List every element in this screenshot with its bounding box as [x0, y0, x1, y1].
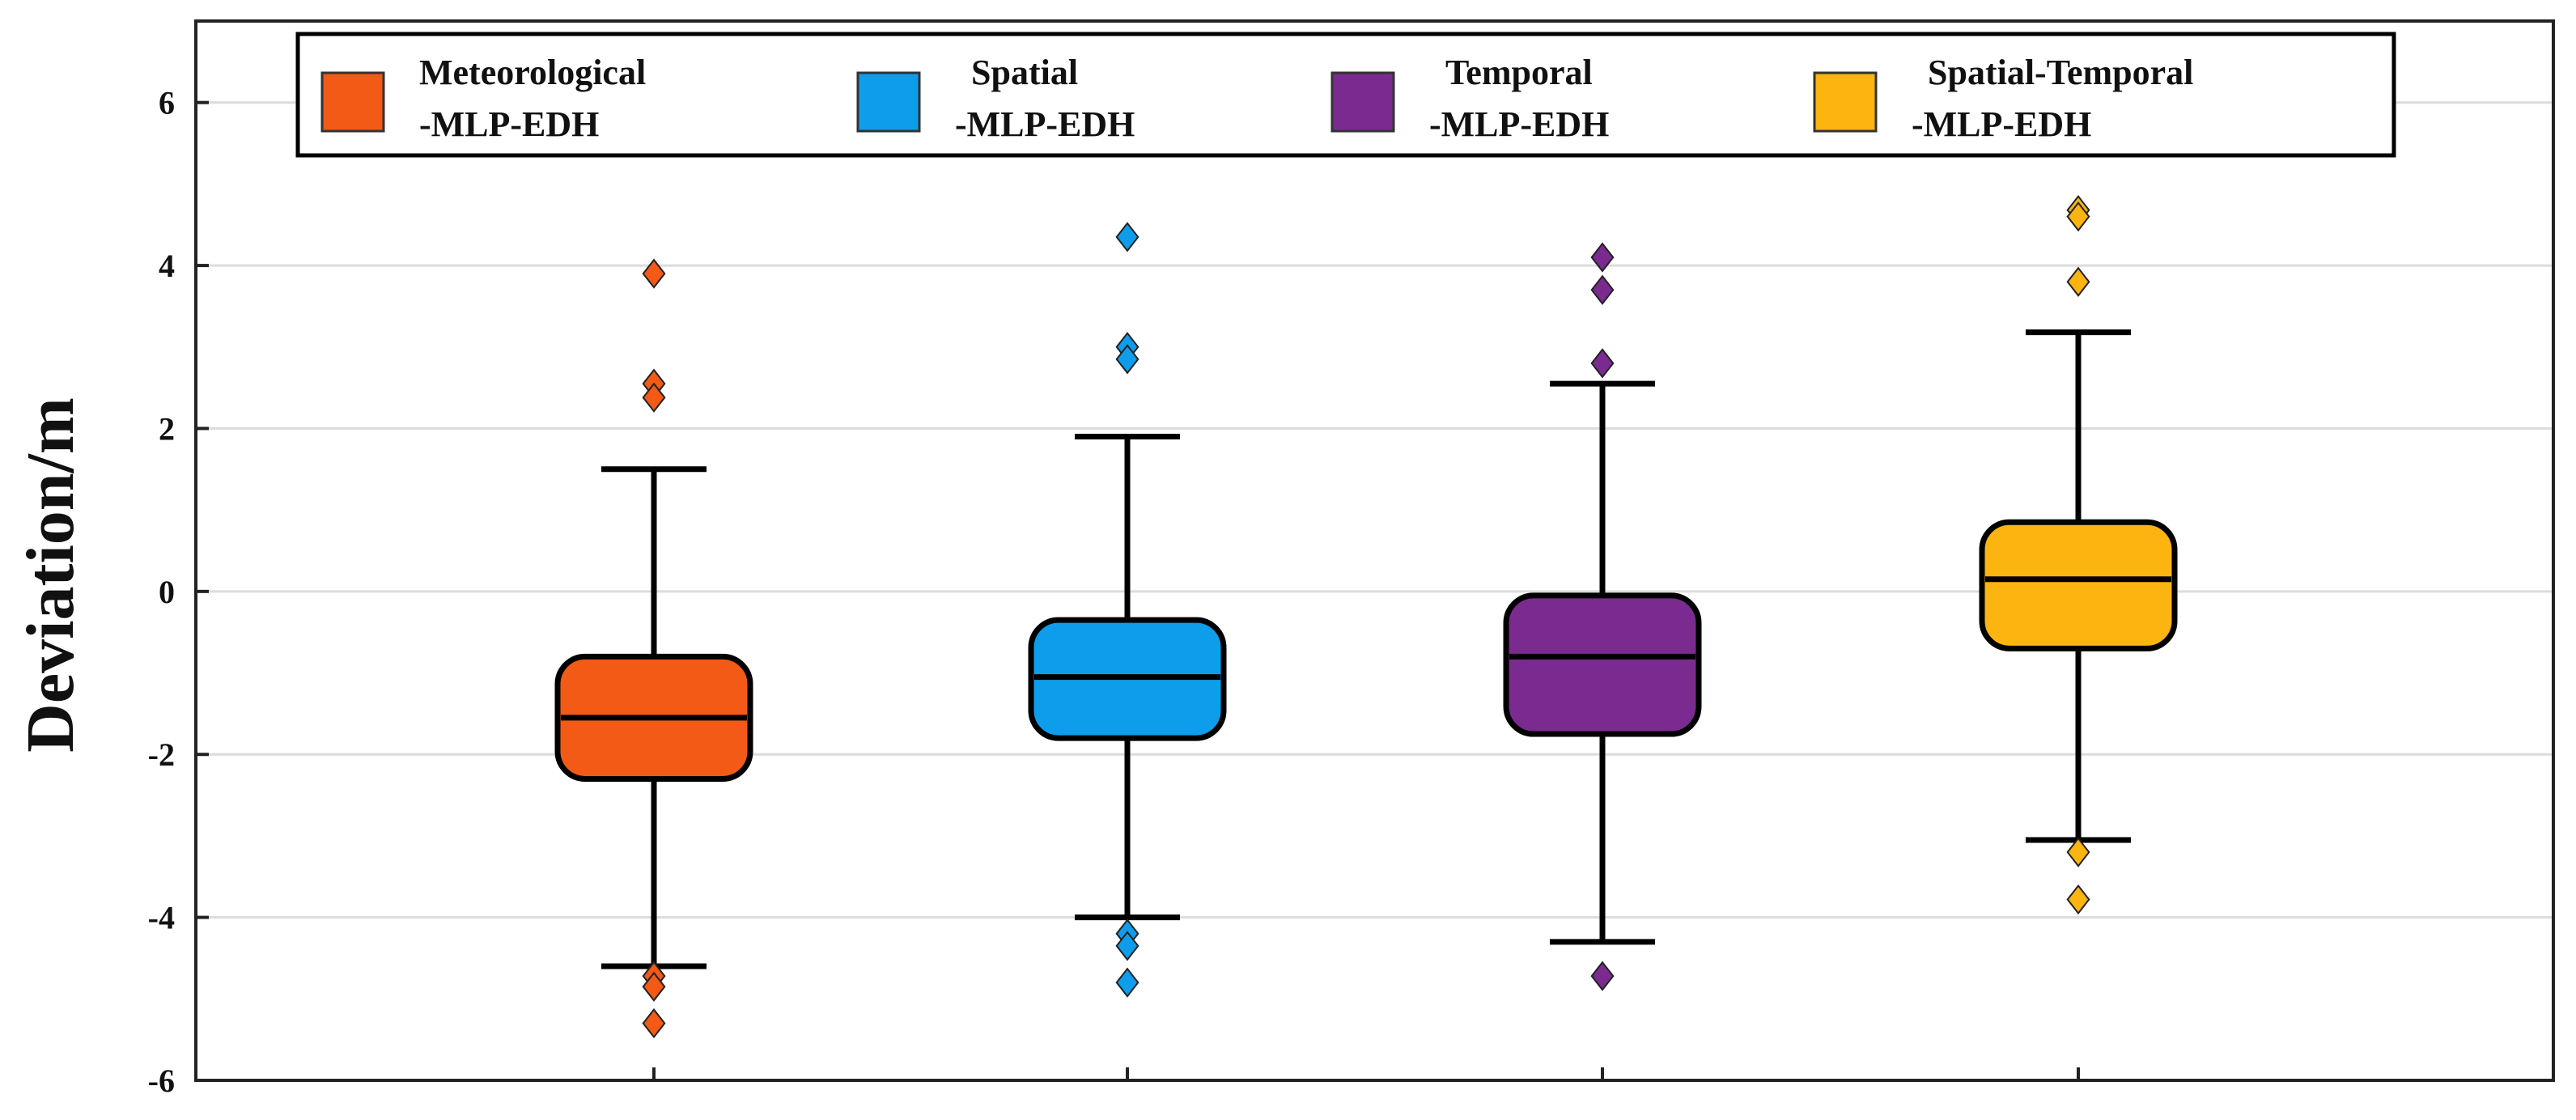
- outlier-point: [2066, 837, 2090, 868]
- outlier-point: [1590, 348, 1615, 379]
- y-tick-label: -4: [148, 900, 175, 936]
- outlier-point: [1590, 274, 1615, 305]
- outlier-point: [1115, 344, 1139, 375]
- legend-swatch: [1330, 71, 1395, 133]
- legend-label-line1: Meteorological: [419, 53, 646, 92]
- outlier-point: [642, 382, 666, 413]
- legend-label-line1: Temporal: [1445, 53, 1593, 92]
- legend-label-line2: -MLP-EDH: [955, 104, 1135, 144]
- axis-ticks: -6 -4 -2 0 2 4 6: [148, 85, 2080, 1099]
- legend-label-line2: -MLP-EDH: [1912, 104, 2091, 144]
- outlier-point: [1590, 242, 1615, 273]
- box-plots: [554, 194, 2178, 1039]
- box-iqr: [1503, 592, 1702, 737]
- legend-swatch: [856, 71, 921, 133]
- legend-label-line1: Spatial: [971, 53, 1078, 92]
- box-plot-1: [554, 258, 753, 1039]
- outlier-point: [642, 258, 666, 289]
- outlier-point: [1115, 967, 1139, 998]
- outlier-point: [2066, 202, 2090, 232]
- box-plot-3: [1503, 242, 1702, 991]
- y-tick-label: -6: [148, 1063, 175, 1099]
- legend-entry-3: Temporal -MLP-EDH: [1330, 53, 1609, 144]
- legend-entry-2: Spatial -MLP-EDH: [856, 53, 1135, 144]
- y-tick-label: 0: [159, 574, 175, 610]
- outlier-point: [1115, 931, 1139, 961]
- legend: Meteorological-MLP-EDHSpatial-MLP-EDHTem…: [295, 32, 2396, 158]
- box-iqr: [1979, 519, 2178, 651]
- legend-label-line1: Spatial-Temporal: [1928, 53, 2193, 92]
- box-plot-4: [1979, 194, 2178, 915]
- grid-lines: [196, 101, 2553, 919]
- y-tick-label: 6: [159, 85, 175, 121]
- legend-entry-4: Spatial-Temporal -MLP-EDH: [1813, 53, 2193, 144]
- outlier-point: [1115, 222, 1139, 252]
- legend-label-line2: -MLP-EDH: [419, 104, 599, 144]
- outlier-point: [2066, 266, 2090, 297]
- legend-entry-1: Meteorological -MLP-EDH: [320, 53, 646, 144]
- box-plot-2: [1028, 222, 1227, 998]
- plot-frame: [194, 19, 2555, 1082]
- y-tick-label: 4: [159, 248, 175, 284]
- legend-label-line2: -MLP-EDH: [1429, 104, 1609, 144]
- outlier-point: [2066, 884, 2090, 915]
- outlier-point: [1590, 961, 1615, 991]
- legend-swatch: [1813, 71, 1878, 133]
- legend-swatch: [320, 71, 385, 133]
- y-tick-label: -2: [148, 736, 175, 773]
- y-tick-label: 2: [159, 410, 175, 447]
- outlier-point: [642, 1008, 666, 1039]
- y-axis-label: Deviation/m: [13, 397, 88, 753]
- outlier-point: [642, 971, 666, 1002]
